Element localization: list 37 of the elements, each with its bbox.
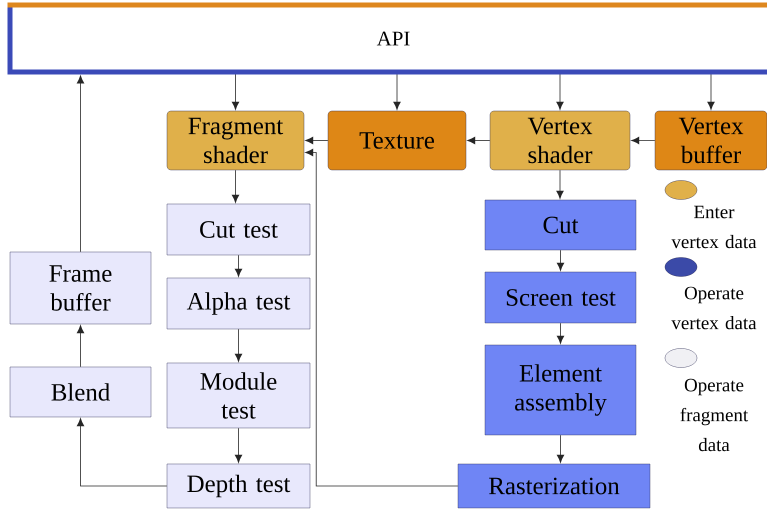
arrow bbox=[76, 418, 168, 486]
arrow bbox=[234, 254, 242, 277]
arrow bbox=[76, 325, 84, 368]
arrow bbox=[631, 136, 656, 144]
arrow bbox=[556, 170, 564, 199]
arrow bbox=[234, 428, 242, 463]
legend-label: Operate fragment data bbox=[680, 378, 748, 452]
legend-label: Operate vertex data bbox=[671, 286, 756, 330]
shader-box: Vertex shader bbox=[490, 110, 630, 170]
arrow bbox=[556, 322, 564, 344]
legend-label: Enter vertex data bbox=[671, 206, 756, 248]
buffer-box: Vertex buffer bbox=[654, 110, 767, 170]
process-box: Frame buffer bbox=[10, 252, 152, 324]
arrow bbox=[76, 76, 84, 252]
arrow bbox=[305, 136, 328, 144]
arrow bbox=[556, 250, 564, 271]
process-box: Element assembly bbox=[484, 344, 636, 436]
process-box: Blend bbox=[10, 366, 152, 418]
process-box: Rasterization bbox=[458, 464, 650, 508]
arrow bbox=[305, 148, 458, 486]
arrow bbox=[467, 136, 490, 144]
arrow bbox=[707, 74, 715, 110]
api-box: API bbox=[8, 2, 767, 74]
process-box: Alpha test bbox=[166, 278, 310, 330]
arrow bbox=[556, 434, 564, 463]
process-box: Depth test bbox=[166, 464, 310, 508]
process-box: Module test bbox=[166, 362, 310, 428]
process-box: Cut test bbox=[166, 204, 310, 256]
process-box: Cut bbox=[484, 200, 636, 250]
texture-box: Texture bbox=[328, 110, 466, 170]
arrow bbox=[234, 328, 242, 362]
arrow bbox=[556, 74, 564, 110]
arrow bbox=[232, 74, 240, 110]
shader-box: Fragment shader bbox=[166, 110, 304, 170]
process-box: Screen test bbox=[484, 272, 636, 324]
arrow bbox=[232, 170, 240, 203]
arrow bbox=[393, 74, 401, 110]
